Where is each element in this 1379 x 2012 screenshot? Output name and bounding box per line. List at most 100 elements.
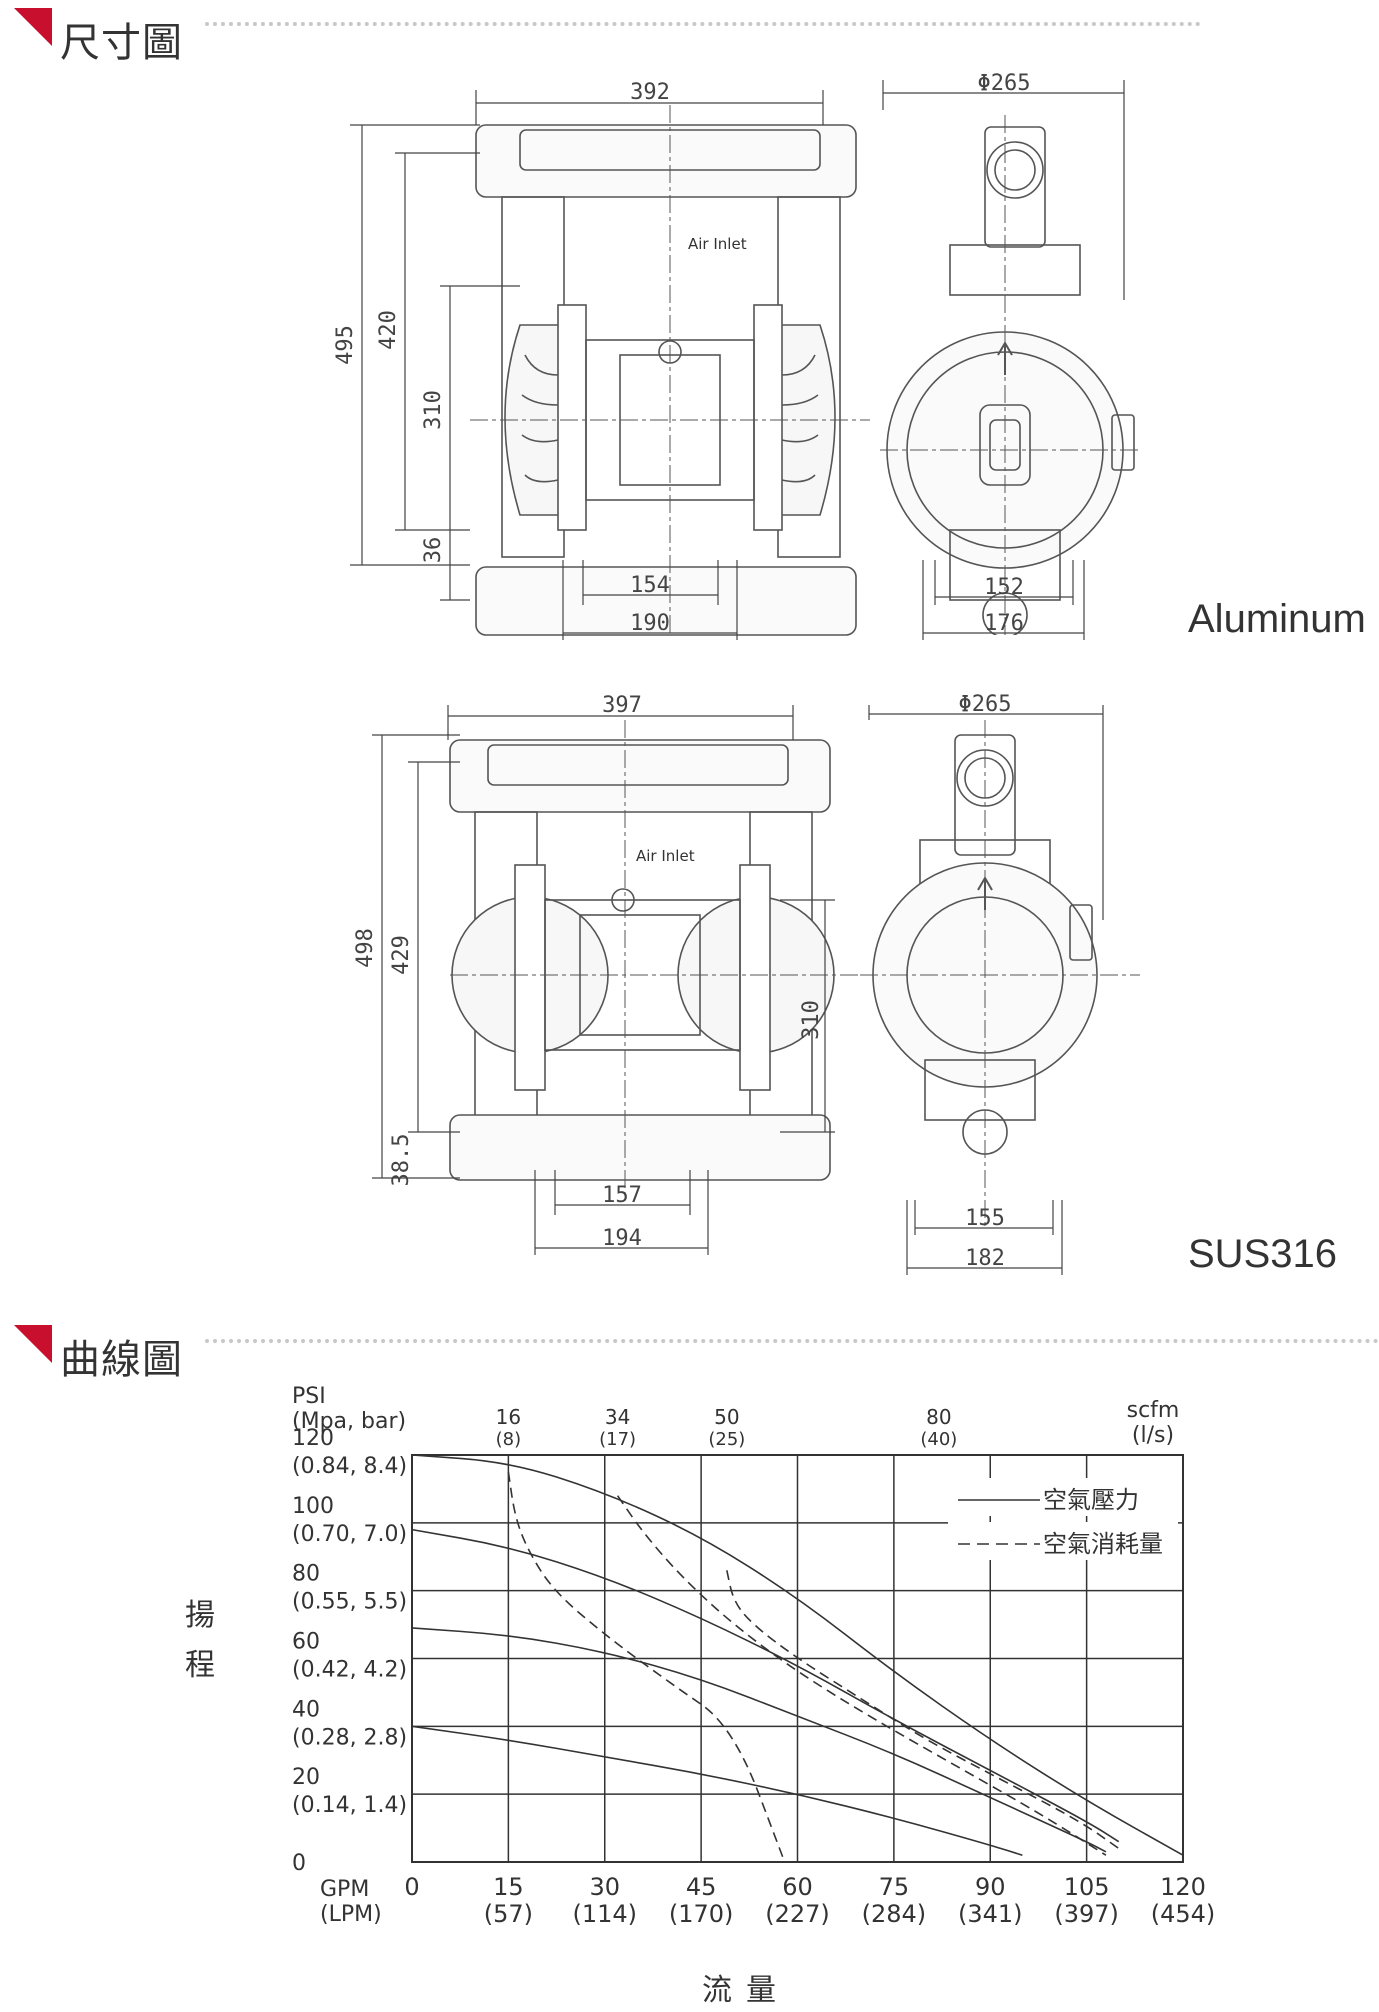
section-title-curve: 曲線圖 [60,1337,183,1383]
aluminum-dimension-labels: 392 Φ265 495 420 310 36 154 190 152 176 … [333,71,1031,636]
top-tick-label: 34 [605,1405,630,1429]
x-tick-label: 45 [686,1873,717,1901]
dim-height-310-label: 310 [421,390,446,430]
dim-base-label: 38.5 [389,1134,414,1187]
x-tick-label: 120 [1160,1873,1206,1901]
y-tick-label: 100 [292,1494,334,1519]
dim-diameter-label: Φ265 [959,692,1012,717]
dim-width-label: 397 [602,693,642,718]
dim-diameter-label: Φ265 [978,71,1031,96]
air-pressure-curve [411,1627,1107,1853]
legend-bg [948,1522,1178,1560]
air-pressure-curve [411,1454,1184,1856]
x-tick-label: 0 [404,1873,419,1901]
dim-side-outer-label: 176 [984,611,1024,636]
dim-foot-inner-label: 154 [630,573,670,598]
x-tick-sublabel: (284) [862,1900,927,1928]
dim-height-429-label: 429 [389,935,414,975]
y-tick-sublabel: (0.28, 2.8) [292,1725,407,1750]
air-pressure-curve [411,1725,1023,1856]
dim-side-inner-label: 152 [984,575,1024,600]
triangle-marker-icon [14,1325,52,1363]
material-label-sus316: SUS316 [1188,1232,1337,1276]
aluminum-side-drawing [880,115,1140,635]
top-tick-label: 80 [926,1405,951,1429]
y-axis-unit-title: (Mpa, bar) [292,1409,406,1434]
air-consumption-curve [507,1471,786,1863]
dotted-divider [205,1339,1379,1343]
chart-series [411,1454,1184,1863]
air-inlet-label: Air Inlet [688,235,747,253]
x-tick-sublabel: (454) [1151,1900,1216,1928]
y-tick-label: 0 [292,1851,306,1876]
x-tick-label: 90 [975,1873,1006,1901]
top-tick-label: 16 [496,1405,521,1429]
x-axis-title: 流量 [702,1973,790,2008]
y-tick-label: 80 [292,1562,320,1587]
dim-height-310-label: 310 [799,1000,824,1040]
x-tick-label: 30 [589,1873,620,1901]
dim-height-total-label: 498 [353,928,378,968]
x-tick-label: 75 [879,1873,910,1901]
top-tick-sublabel: (40) [920,1429,957,1450]
dim-foot-inner-label: 157 [602,1183,642,1208]
section-title-dimensions: 尺寸圖 [60,20,183,66]
x-axis-unit-title: (LPM) [320,1902,382,1927]
dim-side-inner-label: 155 [965,1206,1005,1231]
sus316-dimension-lines [372,705,1104,1275]
triangle-marker-icon [14,8,52,46]
sus316-side-drawing [860,720,1140,1230]
y-tick-sublabel: (0.55, 5.5) [292,1590,407,1615]
y-tick-sublabel: (0.70, 7.0) [292,1522,407,1547]
y-axis-title-char: 揚 [185,1598,215,1633]
dotted-divider [205,22,1201,26]
y-tick-sublabel: (0.42, 4.2) [292,1658,407,1683]
dim-foot-outer-label: 194 [602,1226,642,1251]
sus316-dimension-labels: 397 Φ265 498 429 310 38.5 157 194 155 18… [353,692,1012,1271]
x-tick-label: 15 [493,1873,524,1901]
legend-label: 空氣消耗量 [1043,1530,1163,1558]
x-tick-sublabel: (341) [958,1900,1023,1928]
x-tick-label: 105 [1064,1873,1110,1901]
y-tick-label: 20 [292,1765,320,1790]
x-tick-sublabel: (114) [572,1900,637,1928]
aluminum-front-drawing [470,105,870,636]
y-tick-sublabel: (0.14, 1.4) [292,1793,407,1818]
dim-width-label: 392 [630,80,670,105]
dim-foot-outer-label: 190 [630,611,670,636]
section-header-dimensions: 尺寸圖 [0,8,1379,68]
y-tick-label: 120 [292,1426,334,1451]
top-axis-unit-title: scfm [1127,1398,1180,1423]
x-tick-sublabel: (397) [1054,1900,1119,1928]
air-pressure-curve [411,1528,1120,1843]
top-tick-label: 50 [714,1405,739,1429]
top-tick-sublabel: (8) [496,1429,522,1450]
dim-height-420-label: 420 [376,310,401,350]
aluminum-dimension-lines [350,80,1125,640]
air-inlet-label: Air Inlet [636,847,695,865]
x-axis-unit-title: GPM [320,1877,369,1902]
x-tick-label: 60 [782,1873,813,1901]
material-label-aluminum: Aluminum [1188,597,1366,641]
y-tick-label: 60 [292,1630,320,1655]
x-tick-sublabel: (227) [765,1900,830,1928]
legend-label: 空氣壓力 [1043,1486,1139,1514]
y-tick-label: 40 [292,1697,320,1722]
legend-bg [948,1478,1178,1516]
air-consumption-curve [726,1570,1120,1850]
dim-side-outer-label: 182 [965,1246,1005,1271]
x-tick-sublabel: (170) [669,1900,734,1928]
top-tick-sublabel: (17) [599,1429,636,1450]
top-axis-unit-title: (l/s) [1132,1423,1174,1448]
dim-height-total-label: 495 [333,325,358,365]
top-tick-sublabel: (25) [708,1429,745,1450]
sus316-front-drawing [449,720,870,1200]
y-axis-title-char: 程 [185,1648,215,1683]
y-tick-sublabel: (0.84, 8.4) [292,1454,407,1479]
y-axis-unit-title: PSI [292,1384,326,1409]
dim-base-label: 36 [421,537,446,564]
chart-grid [411,1454,1184,1863]
section-header-curve: 曲線圖 [0,1325,1379,1385]
